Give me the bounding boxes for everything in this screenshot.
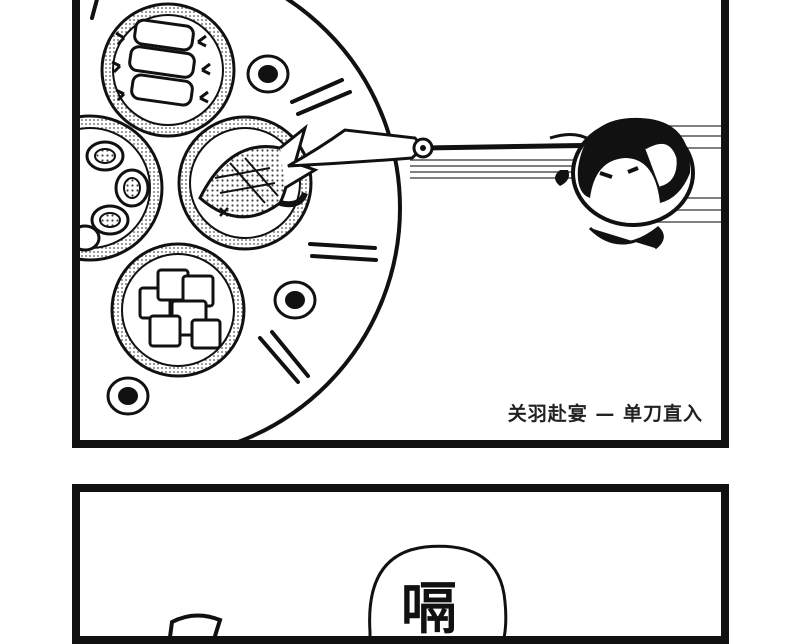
comic-panel-bottom: 嗝 [72,484,729,644]
sauce-dishes [106,54,317,416]
comic-panel-top: 关羽赴宴 — 单刀直入 [72,0,729,448]
panel-top-artwork [80,0,721,440]
chopsticks [90,0,378,384]
speech-bubble-text: 嗝 [401,577,457,642]
panel-caption: 关羽赴宴 — 单刀直入 [507,403,703,425]
plate-tofu [110,242,246,378]
plate-rings [80,114,164,262]
character-hair-edge [168,613,223,636]
plate-fish [177,115,319,251]
plate-ribs [100,2,236,138]
guan-yu-character [549,117,695,250]
